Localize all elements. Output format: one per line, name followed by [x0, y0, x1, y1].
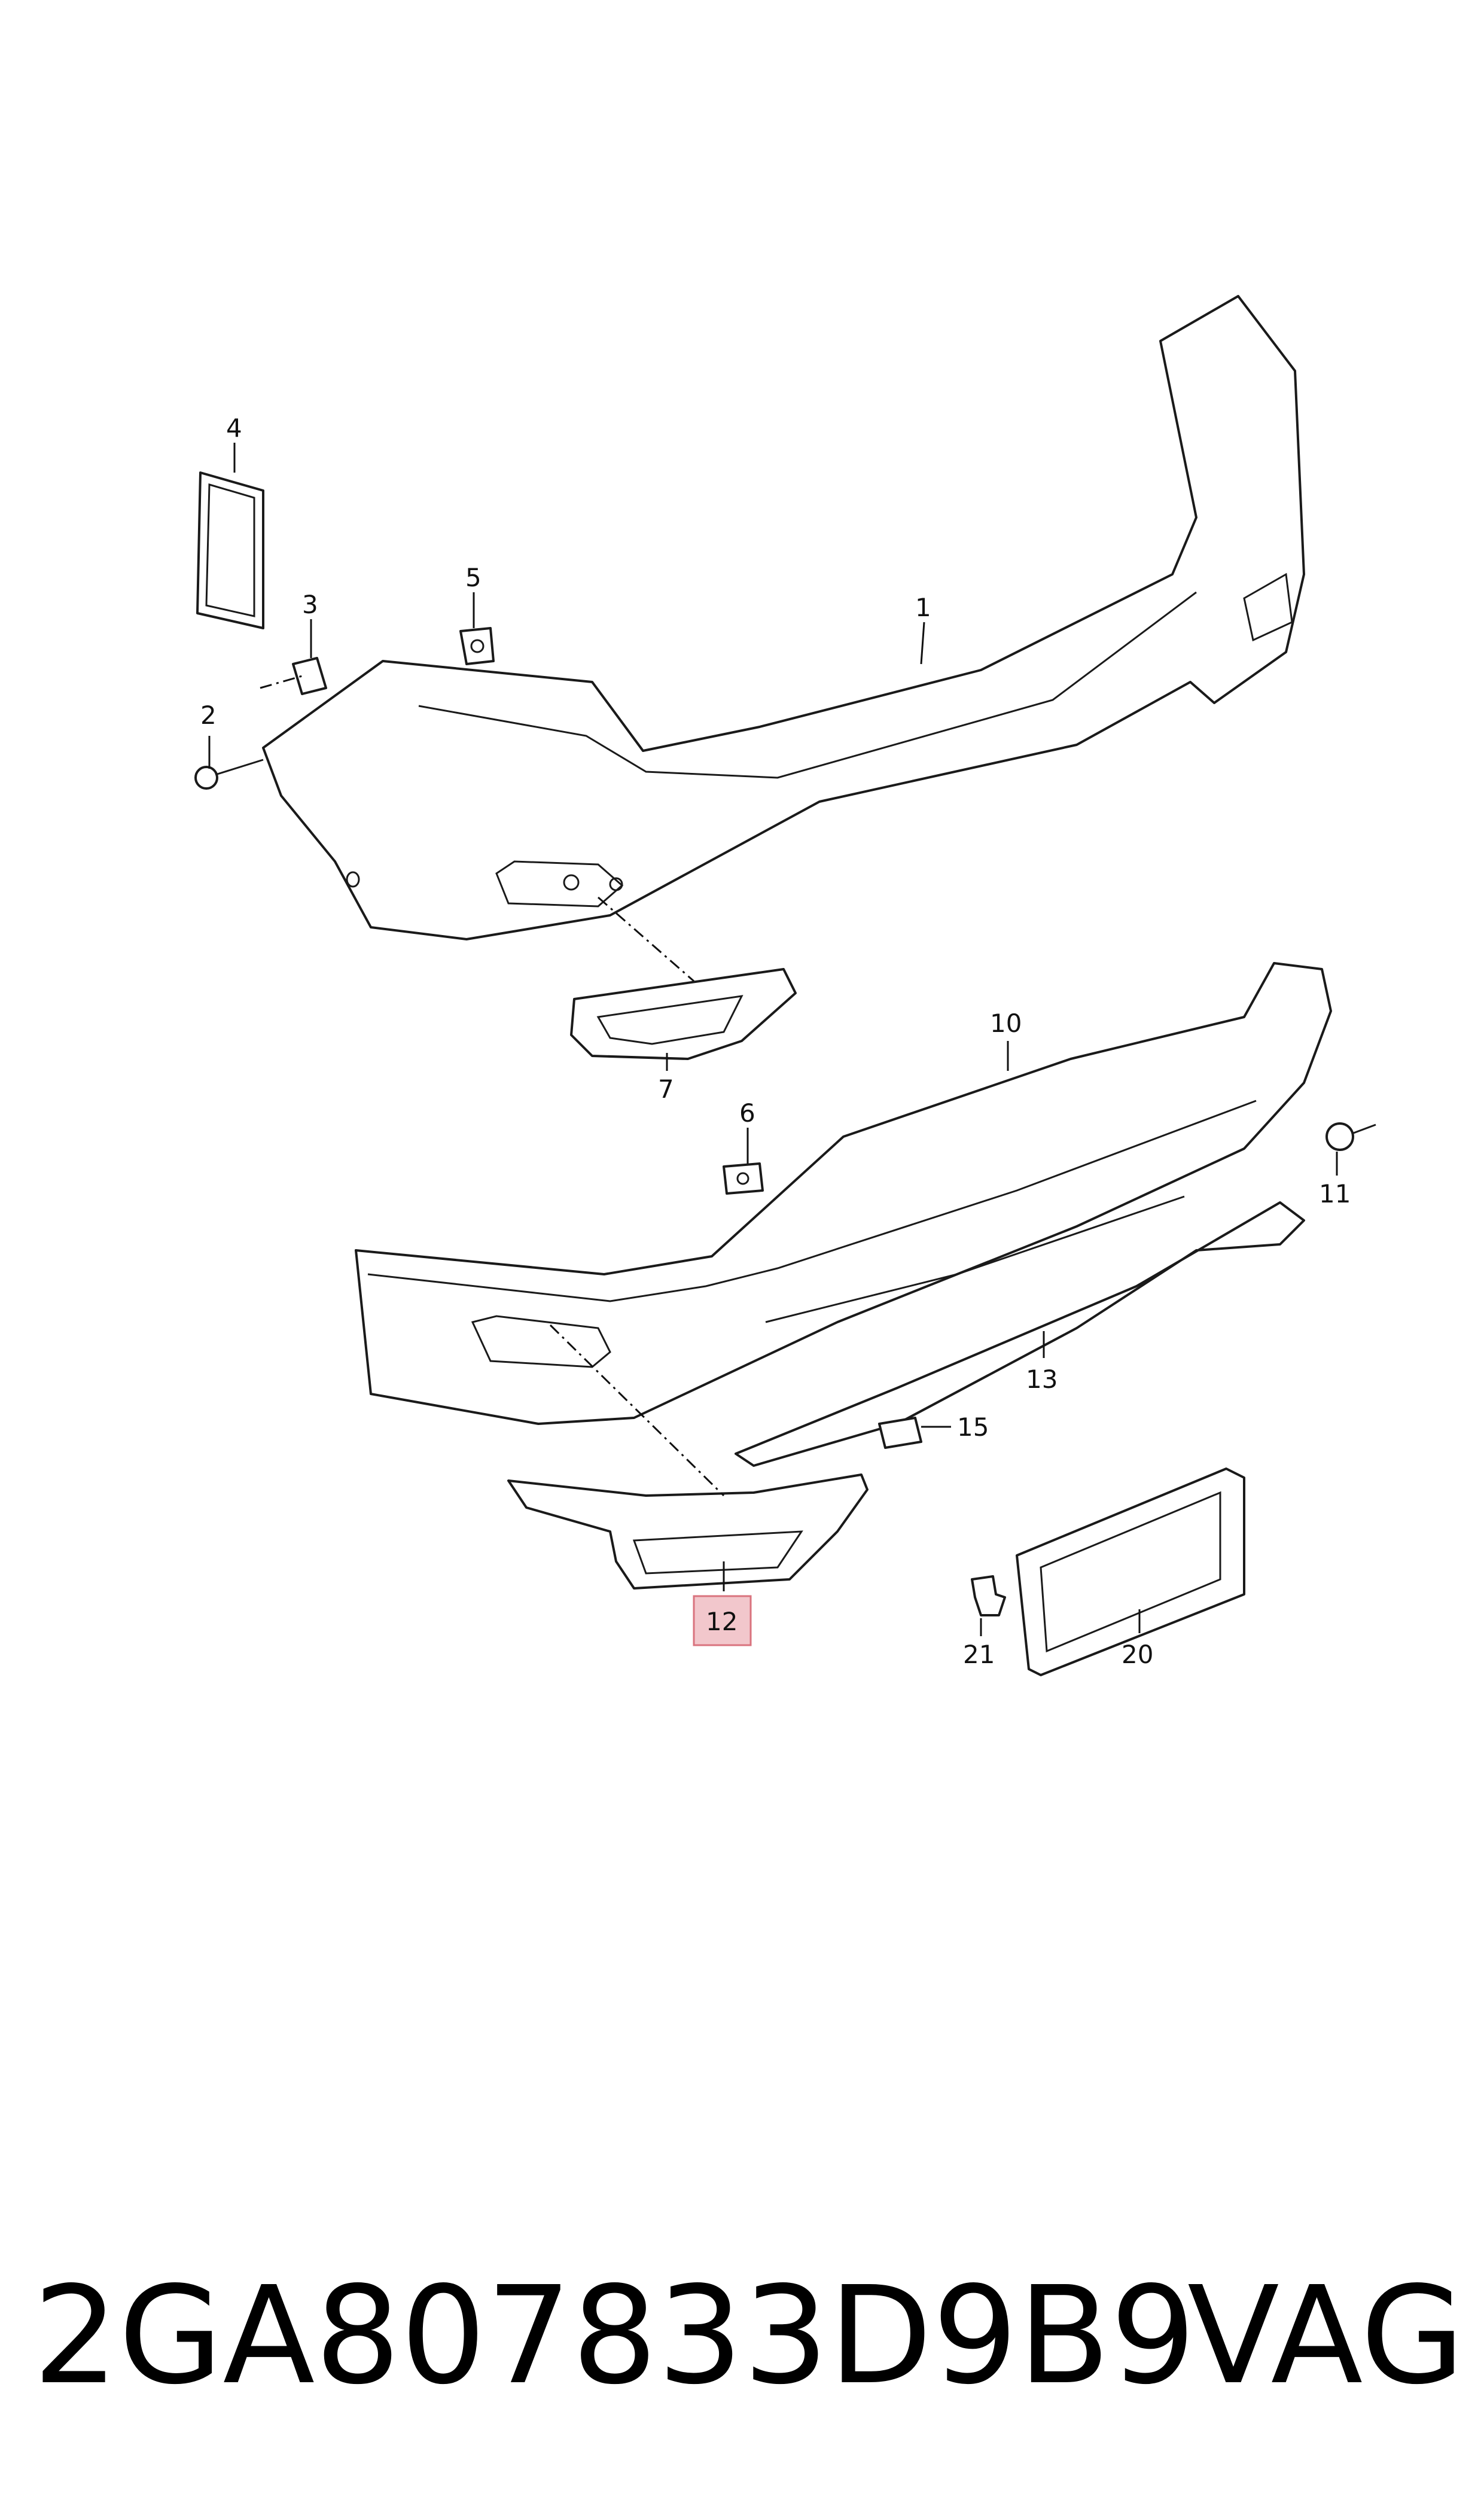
callout-1: 1 [915, 593, 931, 622]
callout-4: 4 [226, 413, 242, 443]
part-13-strip [735, 1201, 1305, 1467]
part-4-cap [196, 471, 264, 629]
callout-10: 10 [990, 1009, 1022, 1038]
callout-3: 3 [302, 590, 318, 619]
part-12-trim-strip [507, 1473, 869, 1590]
callout-5: 5 [465, 563, 482, 592]
callout-15: 15 [957, 1412, 989, 1442]
callout-7: 7 [658, 1074, 674, 1104]
assembly-line-12 [549, 1324, 725, 1497]
part-number: 2GA807833D9B9 [33, 2258, 1196, 2415]
parts-diagram: 1 2 3 4 5 6 7 10 11 12 13 15 20 21 [194, 295, 1376, 1676]
assembly-line-3 [260, 675, 303, 689]
part-15-clip [878, 1417, 922, 1449]
part-2-screw [194, 759, 264, 790]
callout-6: 6 [739, 1098, 755, 1128]
footer: 2GA807833D9B9 VAG [33, 2246, 1468, 2426]
leader-1 [920, 622, 925, 665]
callout-12-highlight [693, 1595, 752, 1646]
brand-label: VAG [1187, 2258, 1465, 2415]
callout-13: 13 [1026, 1365, 1058, 1394]
callout-12: 12 [706, 1607, 738, 1636]
part-11-plug [1325, 1122, 1376, 1151]
assembly-line-7 [598, 896, 694, 982]
callout-21: 21 [963, 1640, 995, 1669]
callout-11: 11 [1319, 1179, 1351, 1208]
part-5-bracket [459, 627, 495, 665]
part-7-trim [570, 968, 797, 1060]
callout-20: 20 [1122, 1640, 1153, 1669]
part-1-bumper-cover [262, 295, 1305, 940]
part-21-bolt [971, 1575, 1006, 1616]
callout-2: 2 [200, 701, 217, 730]
part-3-clip [292, 657, 327, 695]
part-10-lower-bumper [355, 962, 1332, 1425]
part-6-bracket [723, 1162, 764, 1195]
part-20-plate-bracket [1016, 1467, 1245, 1676]
